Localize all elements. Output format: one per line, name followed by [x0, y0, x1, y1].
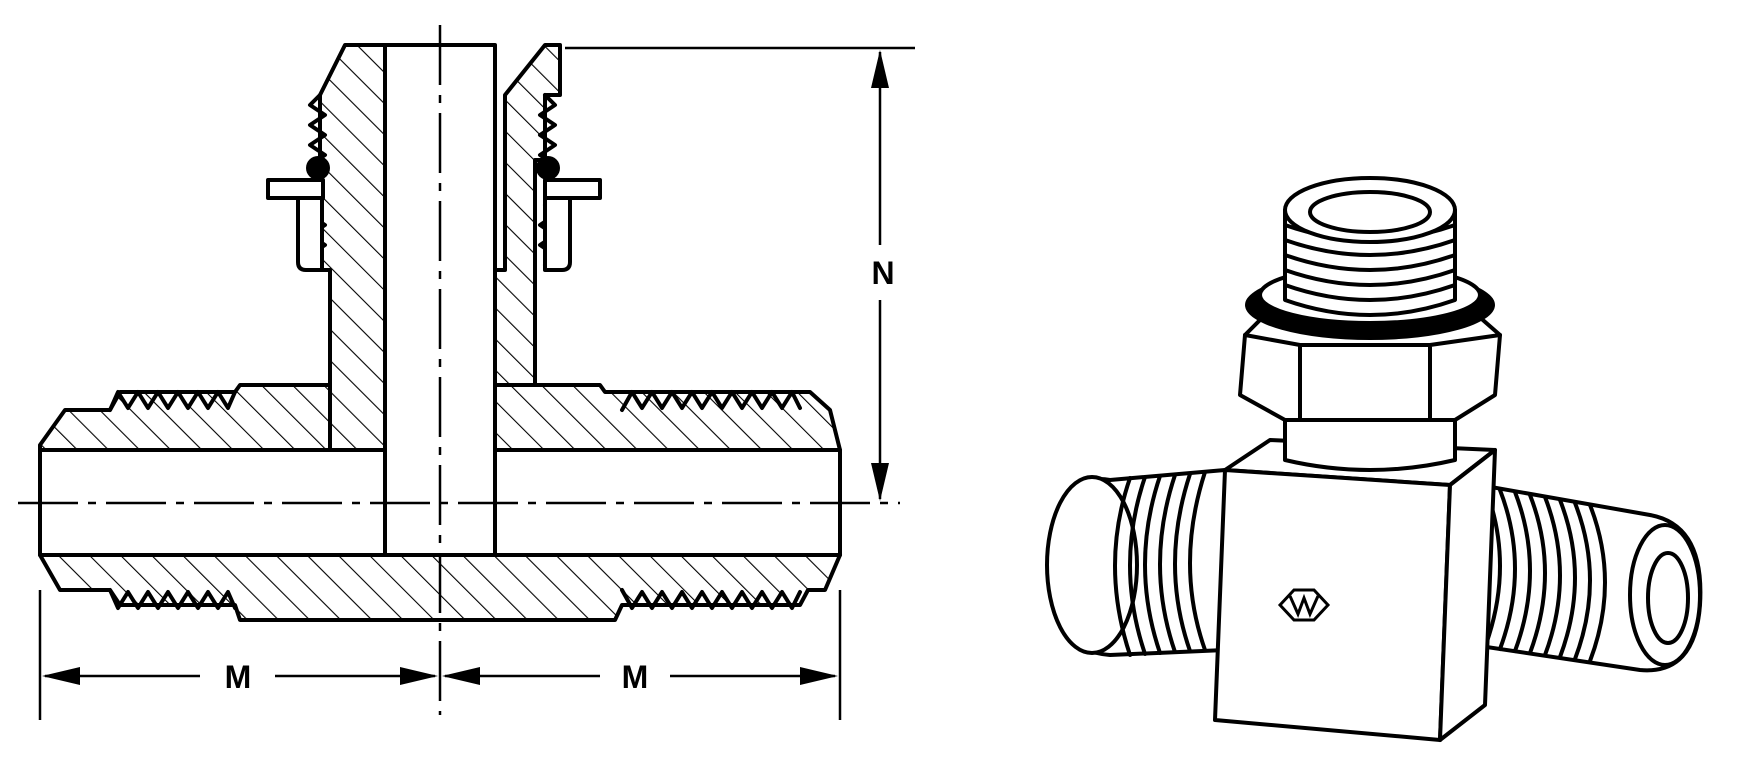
body-front-face — [1213, 468, 1452, 742]
dim-arrow-right-start — [442, 667, 480, 685]
washer-left — [266, 178, 325, 200]
right-lower-thread — [620, 588, 802, 610]
dim-label-m-right: M — [622, 659, 649, 695]
left-lower-thread — [108, 588, 237, 610]
dim-arrow-left-end — [400, 667, 438, 685]
dim-arrow-right-end — [800, 667, 838, 685]
left-flare-end — [1045, 475, 1139, 655]
o-ring-right — [536, 156, 560, 180]
branch-left-wall — [318, 43, 387, 452]
port-bore — [1308, 190, 1432, 234]
o-ring-left — [306, 156, 330, 180]
dim-label-m-left: M — [225, 659, 252, 695]
dim-label-n: N — [871, 255, 894, 291]
dim-arrow-left-start — [42, 667, 80, 685]
branch-right-wall — [493, 43, 562, 387]
left-upper-thread — [108, 390, 237, 412]
right-flare-bore — [1646, 551, 1690, 645]
hexagon-logo-icon — [1277, 588, 1331, 622]
tee-run-body-upper-wall — [38, 383, 332, 452]
left-flare-threads — [1113, 470, 1207, 657]
perspective-view — [1045, 176, 1703, 742]
dim-arrow-n-bottom — [871, 463, 889, 501]
nut-neck — [1283, 418, 1457, 472]
section-view: M M N — [18, 25, 915, 720]
body-side-face — [1438, 448, 1497, 742]
hex-nut-edges — [1243, 333, 1502, 422]
washer-right — [543, 178, 602, 200]
right-upper-thread — [620, 390, 802, 412]
dim-arrow-n-top — [871, 50, 889, 88]
locknut-right — [543, 196, 572, 272]
locknut-left — [296, 196, 324, 272]
